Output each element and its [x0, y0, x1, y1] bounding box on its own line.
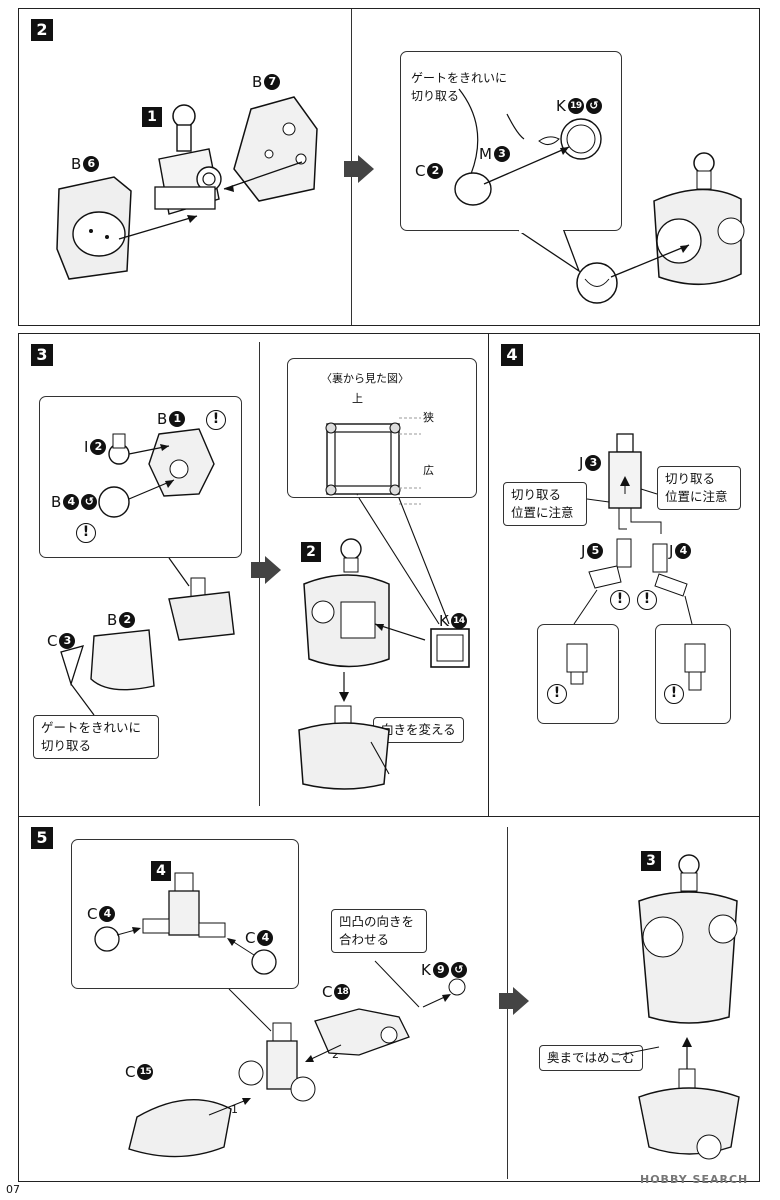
sub-assembly-number: 4 [151, 861, 171, 881]
caution-icon: ! [76, 523, 96, 543]
gate-note: ゲートをきれいに 切り取る [411, 71, 508, 103]
back-view-diagram [325, 417, 421, 505]
caution-icon: ! [664, 684, 684, 704]
plating-icon: ↺ [585, 98, 602, 114]
sub-assembly-number: 2 [301, 542, 321, 562]
step-number: 4 [501, 344, 523, 366]
align-note: 凹凸の向きを 合わせる [331, 909, 427, 953]
step-number: 5 [31, 827, 53, 849]
back-view-title: 〈裏から見た図〉 [321, 372, 409, 385]
step3-left-illustration [60, 428, 235, 716]
watermark: HOBBY SEARCH [640, 1173, 749, 1186]
step5-right-illustration [618, 854, 740, 1160]
cut-position-note-right: 切り取る 位置に注意 [657, 466, 741, 510]
step3-right-illustration [298, 497, 470, 790]
step5-left-illustration [94, 872, 466, 1158]
sub-assembly-number: 3 [641, 851, 661, 871]
gate-note: ゲートをきれいに 切り取る [33, 715, 159, 759]
step2-left-illustration [56, 96, 318, 280]
order-1-marker: 1 [231, 1103, 238, 1116]
narrow-label: 狭 [423, 411, 434, 424]
caution-icon: ! [637, 590, 657, 610]
sub-assembly-number: 1 [142, 107, 162, 127]
cut-position-note-left: 切り取る 位置に注意 [503, 482, 587, 526]
wide-label: 広 [423, 464, 434, 477]
caution-icon: ! [206, 410, 226, 430]
caution-icon: ! [547, 684, 567, 704]
page-number: 07 [6, 1183, 20, 1196]
flow-arrow [251, 556, 281, 584]
caution-icon: ! [610, 590, 630, 610]
insert-note: 奥まではめこむ [539, 1045, 643, 1071]
step2-right-illustration [454, 88, 745, 304]
step4-illustration [566, 433, 706, 691]
order-2-marker: 2 [332, 1048, 339, 1061]
step-number: 2 [31, 19, 53, 41]
flow-arrow [344, 155, 374, 183]
up-label: 上 [352, 392, 363, 405]
flow-arrow [499, 987, 529, 1015]
step-number: 3 [31, 344, 53, 366]
